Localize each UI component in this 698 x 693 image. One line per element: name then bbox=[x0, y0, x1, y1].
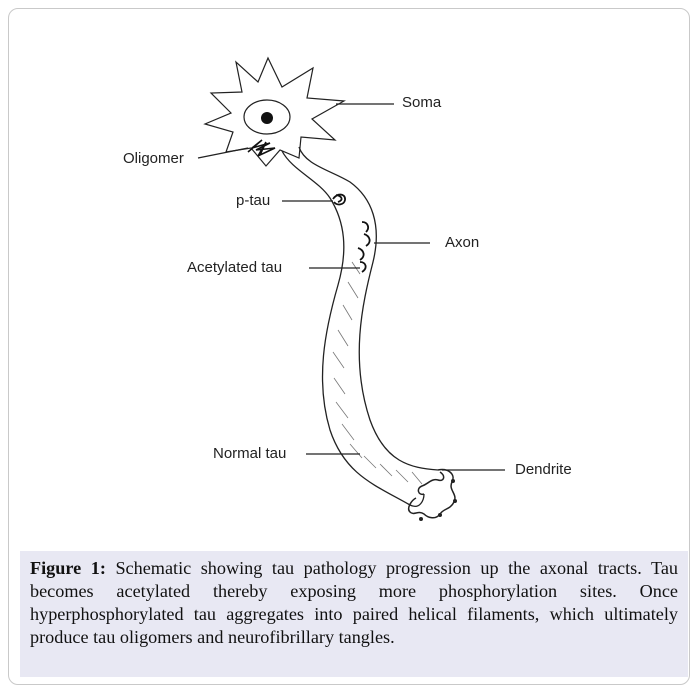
caption-text: Schematic showing tau pathology progress… bbox=[30, 558, 678, 647]
ptau-mark bbox=[333, 195, 345, 205]
dendrite-dot bbox=[438, 513, 442, 517]
label-soma: Soma bbox=[402, 94, 441, 112]
label-dendrite: Dendrite bbox=[515, 461, 572, 479]
label-normal-tau: Normal tau bbox=[213, 445, 286, 463]
label-ptau: p-tau bbox=[236, 192, 270, 210]
leader-oligomer bbox=[198, 148, 248, 158]
dendrite-dot bbox=[453, 499, 457, 503]
label-oligomer: Oligomer bbox=[123, 150, 184, 168]
dendrite-dot bbox=[451, 479, 455, 483]
nucleolus bbox=[261, 112, 273, 124]
normal-tau-hatching bbox=[333, 262, 422, 484]
dendrite-dot bbox=[419, 517, 423, 521]
caption-prefix: Figure 1: bbox=[30, 558, 106, 578]
label-acetylated-tau: Acetylated tau bbox=[187, 259, 282, 277]
acetylated-tau-marks bbox=[358, 222, 370, 272]
label-axon: Axon bbox=[445, 234, 479, 252]
figure-caption: Figure 1: Schematic showing tau patholog… bbox=[20, 551, 688, 677]
